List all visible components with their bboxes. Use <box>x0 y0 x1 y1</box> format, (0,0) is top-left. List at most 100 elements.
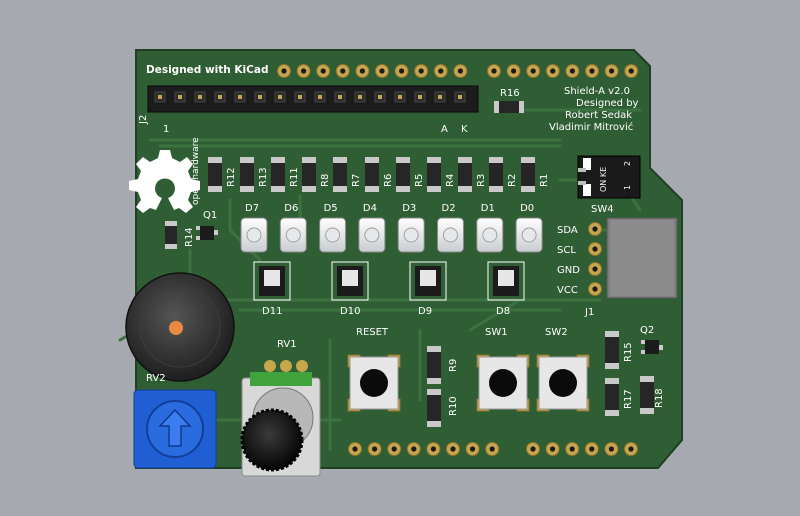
header-pin-contact <box>178 95 182 99</box>
header-pin-contact <box>458 95 462 99</box>
led-d0: D0 <box>515 203 543 253</box>
led-label: D1 <box>481 203 495 214</box>
led-d9: D9 <box>409 261 447 317</box>
button-label: SW1 <box>485 327 508 338</box>
led-d8: D8 <box>487 261 525 317</box>
header-pin-contact <box>278 95 282 99</box>
reset-button[interactable]: RESET <box>347 327 401 412</box>
top-pad <box>335 64 350 78</box>
bottom-pad <box>584 442 599 456</box>
resistor-label: R5 <box>414 174 425 187</box>
resistor-r15: R15 <box>605 331 634 369</box>
resistor-r6: R6 <box>365 157 394 192</box>
led-d1: D1 <box>476 203 504 253</box>
header-pin-contact <box>438 95 442 99</box>
open-hardware-logo: open hardware <box>129 137 201 213</box>
sw4-label: SW4 <box>591 204 614 215</box>
resistor-r4: R4 <box>427 157 456 192</box>
top-pad <box>316 64 331 78</box>
bottom-pad <box>426 442 441 456</box>
led-row-bottom: D11 D10 D9 D8 <box>253 261 525 317</box>
led-d6: D6 <box>279 203 307 253</box>
led-d10: D10 <box>331 261 369 317</box>
board-title-line2: Designed by <box>576 98 639 109</box>
top-pad <box>526 64 541 78</box>
bottom-pad <box>485 442 500 456</box>
potentiometer-rv2[interactable]: RV2 <box>133 373 217 469</box>
j1-pin-vcc <box>588 282 602 296</box>
potentiometer-rv1[interactable]: RV1 <box>240 339 321 477</box>
led-label: D11 <box>262 306 282 317</box>
led-label: D2 <box>442 203 456 214</box>
led-label: D4 <box>363 203 377 214</box>
led-d3: D3 <box>397 203 425 253</box>
r10-label: R10 <box>448 396 459 416</box>
r14-label: R14 <box>184 227 195 247</box>
button-label: SW2 <box>545 327 568 338</box>
resistor-label: R7 <box>351 174 362 187</box>
led-label: D5 <box>324 203 338 214</box>
header-j2: J2 1 A K <box>138 85 479 135</box>
resistor-r13: R13 <box>240 157 269 192</box>
dip-on-ke-label: ON KE <box>599 167 608 192</box>
button-group: RESET SW1 SW2 <box>347 327 590 412</box>
led-d7: D7 <box>240 203 268 253</box>
header-pin-contact <box>198 95 202 99</box>
header-pin-contact <box>358 95 362 99</box>
rv2-label: RV2 <box>146 373 166 384</box>
resistor-r10: R10 <box>427 389 459 427</box>
resistor-r11: R11 <box>271 157 300 192</box>
j1-pin-scl <box>588 242 602 256</box>
bottom-pad <box>367 442 382 456</box>
resistor-label: R12 <box>226 167 237 187</box>
button-label: RESET <box>356 327 389 338</box>
header-pin-contact <box>298 95 302 99</box>
j1-pin-sda <box>588 222 602 236</box>
resistor-r7: R7 <box>333 157 362 192</box>
header-pin-contact <box>158 95 162 99</box>
resistor-label: R3 <box>476 174 487 187</box>
dip-pos1-label: 1 <box>623 185 632 190</box>
r15-label: R15 <box>623 342 634 362</box>
led-label: D10 <box>340 306 360 317</box>
resistor-r3: R3 <box>458 157 487 192</box>
r9-label: R9 <box>448 359 459 372</box>
resistor-r16: R16 <box>494 88 524 113</box>
j1-pin-label: SCL <box>557 245 576 256</box>
resistor-label: R1 <box>539 174 550 187</box>
bottom-pad <box>387 442 402 456</box>
header-ref-label: J2 <box>138 115 149 125</box>
bottom-pad <box>565 442 580 456</box>
sw2-button[interactable]: SW2 <box>536 327 590 412</box>
j1-pin-label: VCC <box>557 285 578 296</box>
header-pin-contact <box>338 95 342 99</box>
resistor-r1: R1 <box>521 157 550 192</box>
resistor-r18: R18 <box>640 376 665 414</box>
led-label: D9 <box>418 306 432 317</box>
transistor-q1: Q1 <box>196 210 218 240</box>
header-pin-contact <box>318 95 322 99</box>
resistor-label: R2 <box>507 174 518 187</box>
top-pad <box>394 64 409 78</box>
dip-switch-sw4[interactable]: ON KE 2 1 SW4 <box>577 155 641 215</box>
header-pin-contact <box>418 95 422 99</box>
led-d5: D5 <box>319 203 347 253</box>
header-pin-contact <box>238 95 242 99</box>
r17-label: R17 <box>623 389 634 409</box>
bottom-pad <box>526 442 540 456</box>
top-pad <box>565 64 580 78</box>
resistor-label: R11 <box>289 167 300 187</box>
led-d11: D11 <box>253 261 291 317</box>
j1-pin-label: GND <box>557 265 580 276</box>
sw1-button[interactable]: SW1 <box>476 327 530 412</box>
bottom-pad <box>624 442 638 456</box>
resistor-r14: R14 <box>165 221 195 249</box>
r16-label: R16 <box>500 88 520 99</box>
top-pad <box>624 64 639 78</box>
header-anode-label: A <box>441 124 448 135</box>
top-pad <box>545 64 560 78</box>
led-d2: D2 <box>437 203 464 253</box>
